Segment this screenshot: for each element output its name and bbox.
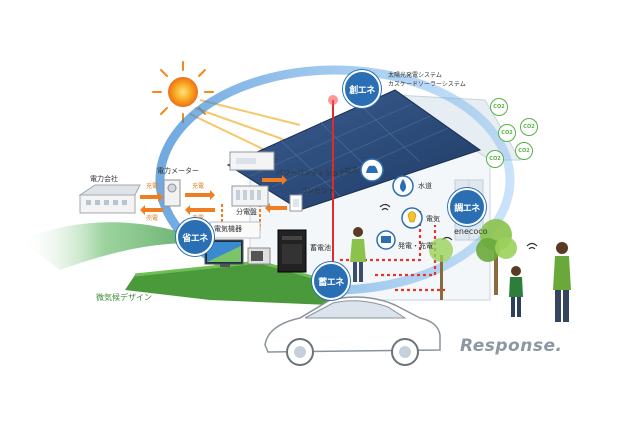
distribution-board-device [231, 185, 269, 207]
gas-label: ガス [344, 166, 358, 174]
power-company-label: 電力会社 [90, 175, 118, 183]
sun-icon [152, 61, 214, 123]
charge-label-left: 充電 [146, 183, 159, 190]
storage-battery-device [277, 229, 307, 273]
electricity-label: 電気 [426, 215, 440, 223]
co2-bubble: CO2 [498, 124, 516, 142]
distribution-board-label: 分電盤 [236, 208, 257, 216]
appliances-label: 電気機器 [214, 225, 242, 233]
generation-icon [376, 230, 396, 250]
power-conditioner-device [229, 151, 275, 171]
enecoco-label: enecoco [454, 227, 488, 236]
cascade-solar-label: カスケードソーラーシステム [388, 81, 466, 88]
outlet-label: コンセント [300, 187, 335, 195]
co2-bubble: CO2 [490, 98, 508, 116]
lawn [125, 262, 340, 305]
car-illustration [264, 296, 441, 366]
water-label: 水道 [418, 182, 432, 190]
create-energy-badge: 創エネ [343, 70, 381, 108]
tree-right [476, 219, 517, 295]
gas-icon [360, 158, 384, 182]
generation-label: 発電・充電 [398, 242, 433, 250]
response-logo: Response. [460, 336, 563, 356]
power-company-building [78, 184, 141, 214]
co2-bubble: CO2 [486, 150, 504, 168]
woman-figure [350, 227, 366, 282]
solar-system-label: 太陽光発電システム [388, 72, 442, 79]
electricity-icon [401, 207, 423, 229]
co2-bubble: CO2 [520, 118, 538, 136]
charge-label-mid: 充電 [192, 183, 205, 190]
power-conditioner-label: パワーコンディショナー [276, 169, 353, 177]
co2-bubble: CO2 [515, 142, 533, 160]
power-meter-label: 電力メーター [157, 167, 199, 175]
man-figure [553, 242, 571, 322]
water-icon [392, 175, 414, 197]
storage-battery-label: 蓄電池 [310, 244, 331, 252]
adjust-energy-badge: 調エネ [448, 188, 486, 226]
tree-middle [429, 238, 453, 300]
store-energy-badge: 蓄エネ [312, 262, 350, 300]
boy-figure [509, 266, 523, 317]
sell-label-left: 売電 [146, 215, 159, 222]
microclimate-label: 微気候デザイン [96, 293, 152, 302]
power-meter-device [163, 179, 181, 207]
save-energy-badge: 省エネ [176, 218, 214, 256]
